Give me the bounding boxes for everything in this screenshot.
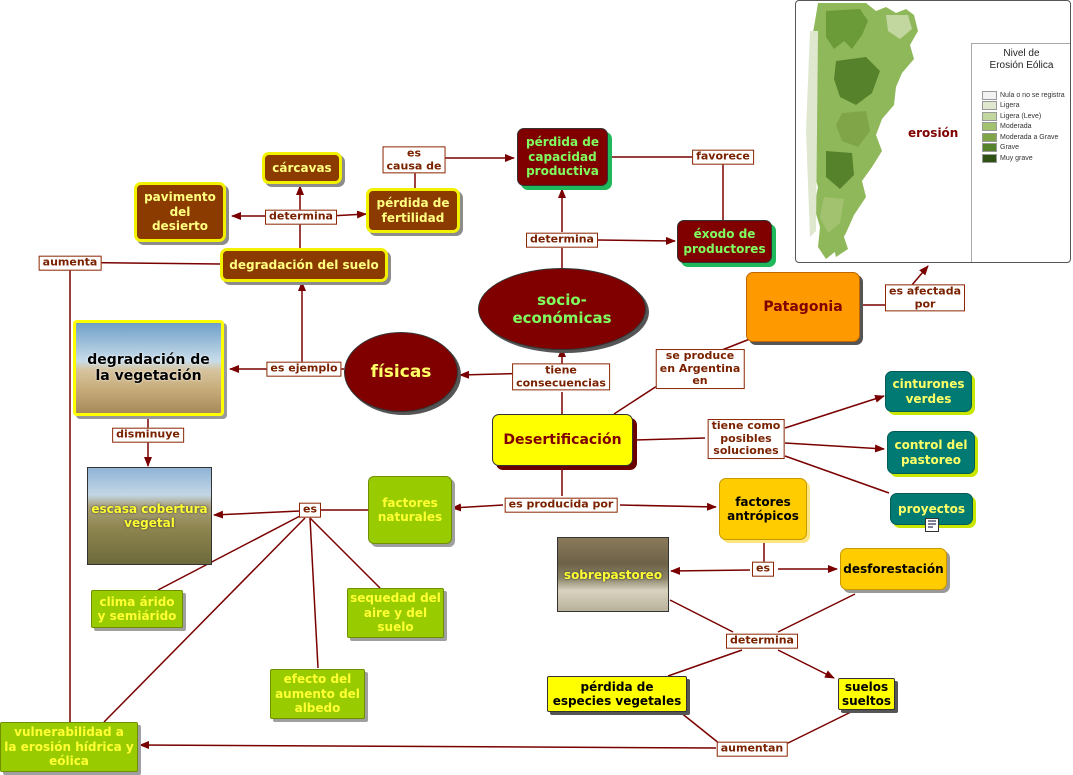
node-exodo-de-productores[interactable]: éxodo de productores xyxy=(677,220,772,263)
node-carcavas[interactable]: cárcavas xyxy=(262,152,342,184)
node-sobrepastoreo-label: sobrepastoreo xyxy=(563,567,663,582)
legend-title: Nivel de Erosión Eólica xyxy=(989,48,1054,71)
legend-label: Moderada a Grave xyxy=(1000,133,1059,141)
legend-label: Grave xyxy=(1000,144,1020,152)
node-suelos-sueltos[interactable]: suelos sueltos xyxy=(838,678,895,710)
legend-item: Moderada xyxy=(982,122,1070,133)
node-perdida-de-capacidad-productiva[interactable]: pérdida de capacidad productiva xyxy=(517,128,608,186)
legend-item: Ligera (Leve) xyxy=(982,111,1070,122)
patagonia-map-image xyxy=(806,3,918,259)
link-label-es-causa-de[interactable]: es causa de xyxy=(382,146,446,174)
legend-swatch xyxy=(982,122,997,132)
node-escasa-cobertura-vegetal-label: escasa cobertura vegetal xyxy=(91,502,208,530)
link-label-se-produce-en[interactable]: se produce en Argentina en xyxy=(655,349,745,389)
link-label-aumentan[interactable]: aumentan xyxy=(716,741,788,757)
link-label-determina-bottom[interactable]: determina xyxy=(726,633,798,649)
node-vulnerabilidad-erosion[interactable]: vulnerabilidad a la erosión hídrica y eó… xyxy=(0,722,138,772)
node-factores-naturales[interactable]: factores naturales xyxy=(368,476,452,544)
node-control-del-pastoreo[interactable]: control del pastoreo xyxy=(887,431,975,474)
document-icon[interactable] xyxy=(925,518,939,532)
legend-item: Moderada a Grave xyxy=(982,132,1070,143)
node-socio-economicas[interactable]: socio- económicas xyxy=(478,268,646,350)
link-label-favorece[interactable]: favorece xyxy=(692,149,754,165)
node-sobrepastoreo[interactable]: sobrepastoreo xyxy=(557,537,669,612)
legend-item: Muy grave xyxy=(982,153,1070,164)
node-pavimento-del-desierto[interactable]: pavimento del desierto xyxy=(134,182,226,242)
legend-swatch xyxy=(982,153,997,163)
link-label-disminuye[interactable]: disminuye xyxy=(112,427,184,443)
node-factores-antropicos[interactable]: factores antrópicos xyxy=(719,478,807,540)
legend-label: Muy grave xyxy=(1000,154,1033,162)
legend-swatch xyxy=(982,143,997,153)
node-patagonia[interactable]: Patagonia xyxy=(746,272,860,342)
node-escasa-cobertura-vegetal[interactable]: escasa cobertura vegetal xyxy=(87,467,212,565)
link-label-es-producida-por[interactable]: es producida por xyxy=(504,497,618,513)
legend-label: Moderada xyxy=(1000,123,1032,131)
map-label-erosion: erosión xyxy=(908,126,959,140)
node-efecto-del-aumento-del-albedo[interactable]: efecto del aumento del albedo xyxy=(270,669,365,719)
legend-item: Ligera xyxy=(982,101,1070,112)
node-desertificacion[interactable]: Desertificación xyxy=(492,414,633,466)
link-label-es-afectada-por[interactable]: es afectada por xyxy=(884,284,966,312)
legend-item: Nula o no se registra xyxy=(982,90,1070,101)
link-label-determina-top[interactable]: determina xyxy=(265,209,337,225)
legend-swatch xyxy=(982,132,997,142)
erosion-map-panel[interactable]: erosión Nivel de Erosión Eólica Nula o n… xyxy=(795,0,1071,263)
link-label-es-naturales[interactable]: es xyxy=(298,502,322,518)
link-label-tiene-consecuencias[interactable]: tiene consecuencias xyxy=(512,363,610,391)
link-label-aumenta[interactable]: aumenta xyxy=(38,255,102,271)
map-legend: Nivel de Erosión Eólica Nula o no se reg… xyxy=(971,43,1070,262)
node-clima-arido-y-semiarido[interactable]: clima árido y semiárido xyxy=(91,590,183,628)
legend-label: Ligera (Leve) xyxy=(1000,112,1042,120)
legend-swatch xyxy=(982,101,997,111)
node-degradacion-de-la-vegetacion-label: degradación de la vegetación xyxy=(87,352,210,384)
node-degradacion-del-suelo[interactable]: degradación del suelo xyxy=(220,248,388,282)
node-desforestacion[interactable]: desforestación xyxy=(840,548,947,590)
legend-swatch xyxy=(982,90,997,100)
node-fisicas[interactable]: físicas xyxy=(344,332,458,412)
node-perdida-de-especies-vegetales[interactable]: pérdida de especies vegetales xyxy=(547,676,687,712)
link-label-es-ejemplo[interactable]: es ejemplo xyxy=(266,361,342,377)
node-cinturones-verdes[interactable]: cinturones verdes xyxy=(885,371,972,412)
legend-swatch xyxy=(982,111,997,121)
node-sequedad-del-aire-y-del-suelo[interactable]: sequedad del aire y del suelo xyxy=(347,588,444,638)
node-degradacion-de-la-vegetacion[interactable]: degradación de la vegetación xyxy=(73,320,224,416)
legend-label: Nula o no se registra xyxy=(1000,91,1065,99)
node-perdida-de-fertilidad[interactable]: pérdida de fertilidad xyxy=(366,188,460,233)
legend-item: Grave xyxy=(982,143,1070,154)
link-label-determina-socio[interactable]: determina xyxy=(526,232,598,248)
link-label-tiene-como-posibles-soluciones[interactable]: tiene como posibles soluciones xyxy=(707,419,785,459)
legend-label: Ligera xyxy=(1000,102,1020,110)
link-label-es-antropicos[interactable]: es xyxy=(751,561,775,577)
